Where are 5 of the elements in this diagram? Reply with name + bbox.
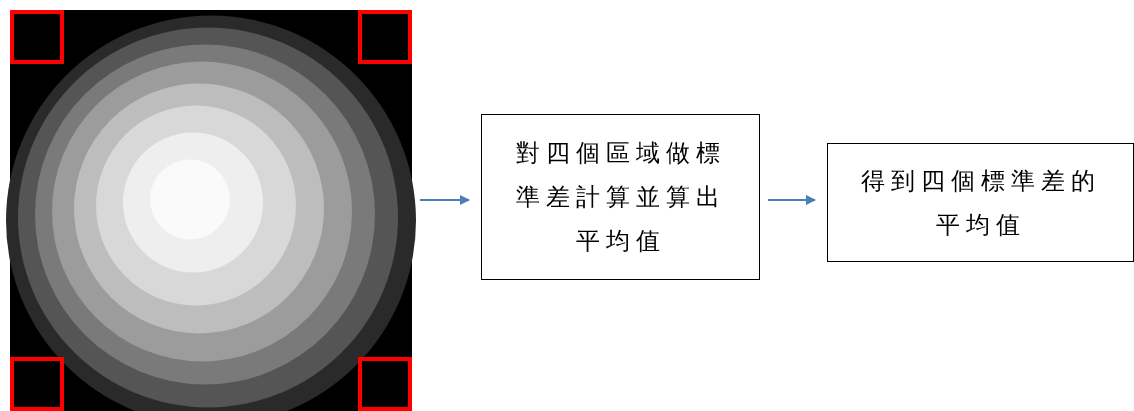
arrow <box>767 195 816 205</box>
arrow <box>419 195 470 205</box>
process-box: 對四個區域做標準差計算並算出平均值 <box>481 114 760 280</box>
picture <box>6 10 416 411</box>
process-box: 得到四個標準差的平均值 <box>827 143 1134 262</box>
